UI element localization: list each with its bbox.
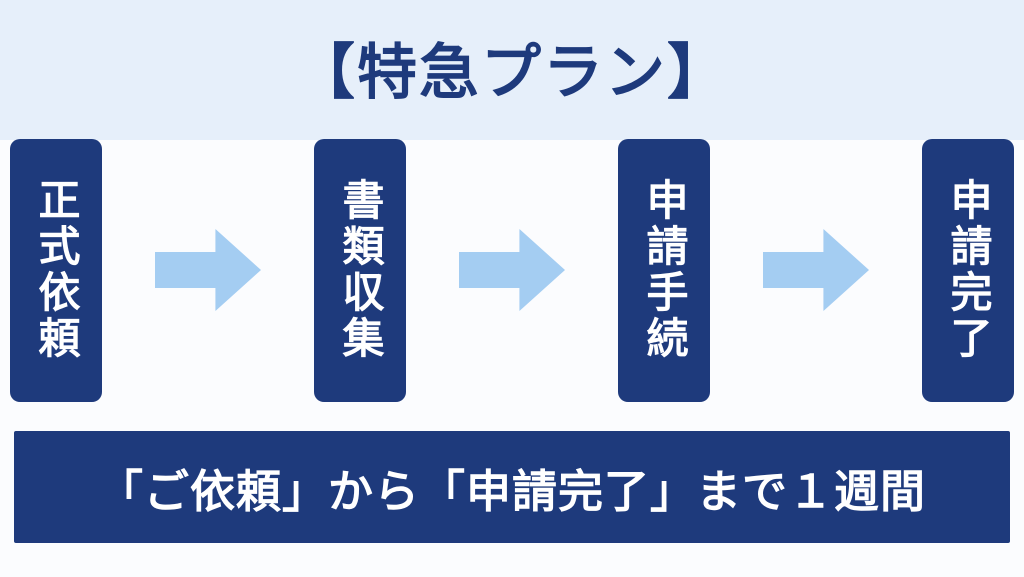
process-flow: 正式依頼 書類収集 申請手続 申請完了 — [0, 137, 1024, 403]
step-label: 正式依頼 — [33, 178, 80, 362]
top-band-background — [0, 0, 1024, 140]
step-box-document-collection: 書類収集 — [314, 138, 406, 402]
right-block-arrow-icon — [155, 229, 261, 311]
page-title: 【特急プラン】 — [295, 39, 729, 106]
step-label: 書類収集 — [337, 178, 384, 362]
step-box-application-procedure: 申請手続 — [618, 138, 710, 402]
right-block-arrow-icon — [763, 229, 869, 311]
step-label: 申請完了 — [945, 178, 992, 362]
right-block-arrow-icon — [459, 229, 565, 311]
step-box-formal-request: 正式依頼 — [10, 138, 102, 402]
step-box-application-complete: 申請完了 — [922, 138, 1014, 402]
banner-text: 「ご依頼」から「申請完了」まで１週間 — [97, 465, 926, 517]
step-label: 申請手続 — [641, 178, 688, 362]
bottom-banner: 「ご依頼」から「申請完了」まで１週間 — [14, 431, 1010, 543]
